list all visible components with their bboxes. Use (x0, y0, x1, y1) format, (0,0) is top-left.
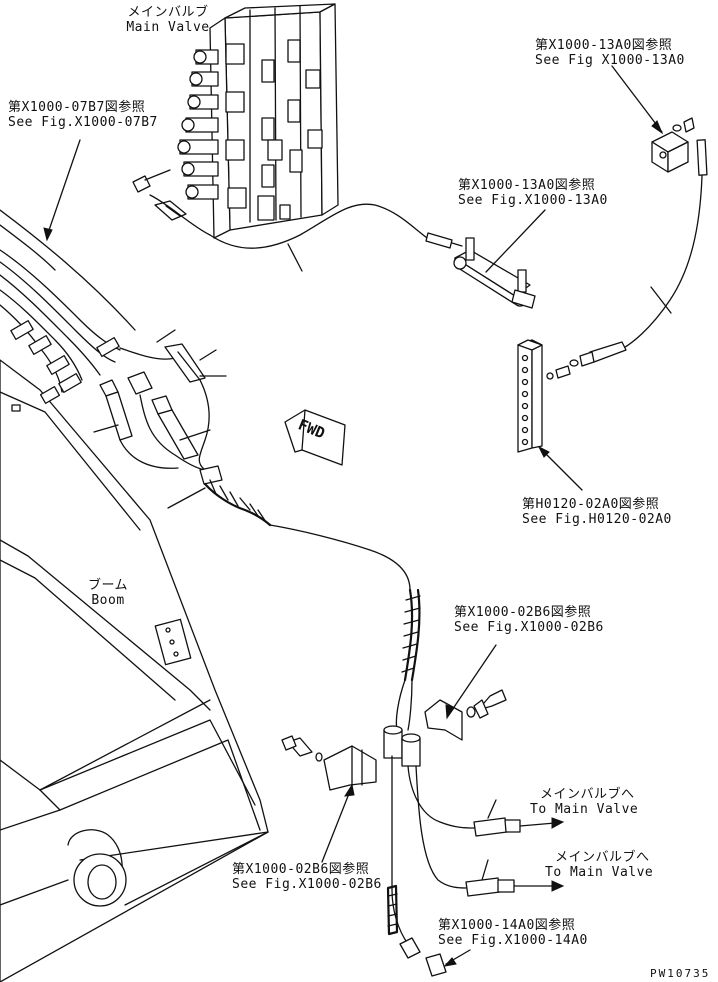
to-main-valve-label-2: メインバルブへ To Main Valve (545, 850, 654, 880)
boom-structure (0, 209, 269, 982)
manifold-block (517, 339, 543, 453)
ref-h0120-02a0-label: 第H0120-02A0図参照 See Fig.H0120-02A0 (522, 497, 672, 527)
boom-label: ブーム Boom (87, 578, 129, 608)
ref-x1000-07b7-label: 第X1000-07B7図参照 See Fig.X1000-07B7 (8, 100, 158, 130)
fwd-arrow-mark (284, 409, 346, 466)
to-main-valve-label-1: メインバルブへ To Main Valve (530, 787, 639, 817)
hose-clamps (383, 725, 421, 767)
ref-x1000-02b6-right-label: 第X1000-02B6図参照 See Fig.X1000-02B6 (454, 605, 604, 635)
lower-bracket-left (281, 735, 377, 791)
ref-x1000-02b6-left-label: 第X1000-02B6図参照 See Fig.X1000-02B6 (232, 862, 382, 892)
main-valve-label: メインバルブ Main Valve (126, 5, 210, 35)
ref-x1000-13a0-mid-label: 第X1000-13A0図参照 See Fig.X1000-13A0 (458, 178, 608, 208)
main-valve-assembly (177, 3, 339, 239)
valve-side-fittings (132, 169, 187, 221)
ref-x1000-14a0-label: 第X1000-14A0図参照 See Fig.X1000-14A0 (438, 918, 588, 948)
boom-pipe-bundle (0, 249, 121, 404)
pilot-bracket-assembly (453, 237, 536, 309)
top-right-block-fitting (651, 117, 708, 176)
ref-x1000-13a0-top-label: 第X1000-13A0図参照 See Fig X1000-13A0 (535, 38, 685, 68)
spiral-guard (167, 465, 272, 527)
drawing-code: PW10735 (650, 967, 711, 980)
lower-spiral-guard (401, 588, 421, 682)
lower-bracket-right (424, 689, 507, 741)
